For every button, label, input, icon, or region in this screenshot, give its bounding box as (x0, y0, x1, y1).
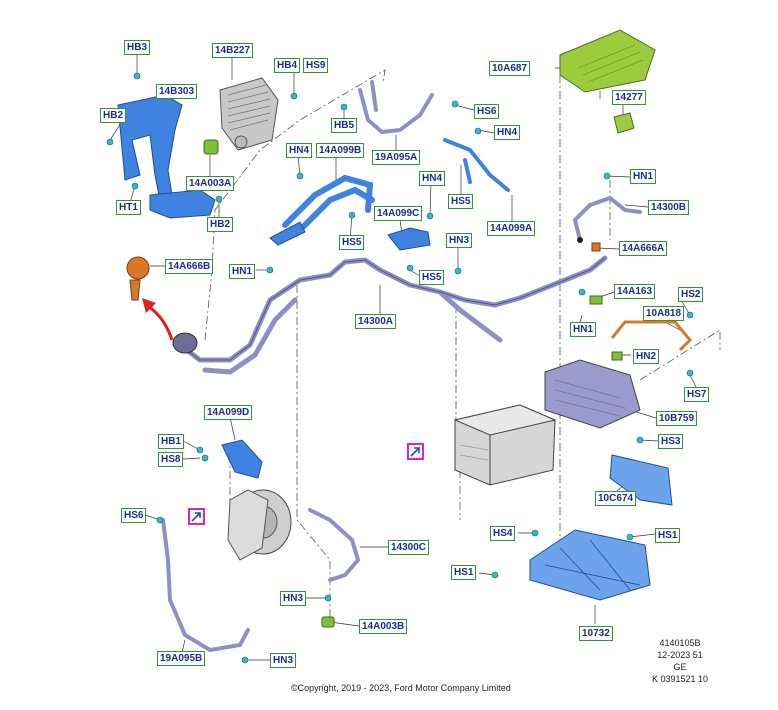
label-ht1[interactable]: HT1 (116, 200, 141, 215)
label-hn2[interactable]: HN2 (633, 349, 660, 364)
view-jump-icon[interactable] (188, 508, 205, 525)
drawing-code: 4140105B (659, 638, 701, 648)
label-hn1[interactable]: HN1 (570, 322, 597, 337)
label-hb3[interactable]: HB3 (124, 40, 151, 55)
label-hs1[interactable]: HS1 (655, 528, 681, 543)
label-hn1[interactable]: HN1 (630, 169, 657, 184)
label-14a099c[interactable]: 14A099C (374, 206, 423, 221)
copyright-notice: ©Copyright, 2019 - 2023, Ford Motor Comp… (291, 683, 511, 693)
label-hs7[interactable]: HS7 (684, 387, 710, 402)
label-hb4[interactable]: HB4 (274, 58, 301, 73)
label-hs1[interactable]: HS1 (451, 565, 477, 580)
label-10b759[interactable]: 10B759 (656, 411, 698, 426)
label-14b303[interactable]: 14B303 (156, 84, 198, 99)
view-jump-icon[interactable] (407, 443, 424, 460)
label-14300b[interactable]: 14300B (648, 200, 690, 215)
label-14300c[interactable]: 14300C (388, 540, 430, 555)
label-hs4[interactable]: HS4 (490, 526, 516, 541)
label-hs3[interactable]: HS3 (658, 434, 684, 449)
label-hs5[interactable]: HS5 (419, 270, 445, 285)
label-14a003b[interactable]: 14A003B (359, 619, 408, 634)
label-14a003a[interactable]: 14A003A (186, 176, 235, 191)
drawing-region: GE (673, 662, 687, 672)
label-19a095a[interactable]: 19A095A (372, 150, 421, 165)
label-10a818[interactable]: 10A818 (643, 306, 685, 321)
label-19a095b[interactable]: 19A095B (157, 651, 206, 666)
label-hn4[interactable]: HN4 (494, 125, 521, 140)
label-14277[interactable]: 14277 (612, 90, 646, 105)
label-10a687[interactable]: 10A687 (489, 61, 531, 76)
label-14a099b[interactable]: 14A099B (316, 143, 365, 158)
label-hs8[interactable]: HS8 (158, 452, 184, 467)
label-hn3[interactable]: HN3 (446, 233, 473, 248)
label-hb2[interactable]: HB2 (207, 217, 234, 232)
label-14a163[interactable]: 14A163 (614, 284, 656, 299)
label-hn4[interactable]: HN4 (286, 143, 313, 158)
label-hn3[interactable]: HN3 (280, 591, 307, 606)
label-14b227[interactable]: 14B227 (212, 43, 254, 58)
label-14a666b[interactable]: 14A666B (165, 259, 214, 274)
callout-arrow-icon (142, 298, 156, 313)
label-hb5[interactable]: HB5 (331, 118, 358, 133)
label-14a099a[interactable]: 14A099A (487, 221, 536, 236)
label-hb2[interactable]: HB2 (100, 108, 127, 123)
drawing-info: 4140105B 12-2023 51 GE K 0391521 10 (640, 637, 720, 685)
label-10c674[interactable]: 10C674 (595, 491, 637, 506)
label-10732[interactable]: 10732 (579, 626, 613, 641)
label-14a099d[interactable]: 14A099D (204, 405, 253, 420)
label-hn3[interactable]: HN3 (270, 653, 297, 668)
label-hb1[interactable]: HB1 (158, 434, 185, 449)
label-hs2[interactable]: HS2 (678, 287, 704, 302)
drawing-ref: K 0391521 10 (651, 674, 709, 684)
label-14300a[interactable]: 14300A (355, 314, 397, 329)
drawing-date: 12-2023 51 (657, 650, 703, 660)
label-hn1[interactable]: HN1 (229, 264, 256, 279)
label-14a666a[interactable]: 14A666A (619, 241, 668, 256)
label-hs9[interactable]: HS9 (303, 58, 329, 73)
label-hs6[interactable]: HS6 (121, 508, 147, 523)
label-hs5[interactable]: HS5 (339, 235, 365, 250)
label-hn4[interactable]: HN4 (419, 171, 446, 186)
label-hs5[interactable]: HS5 (448, 194, 474, 209)
label-hs6[interactable]: HS6 (474, 104, 500, 119)
